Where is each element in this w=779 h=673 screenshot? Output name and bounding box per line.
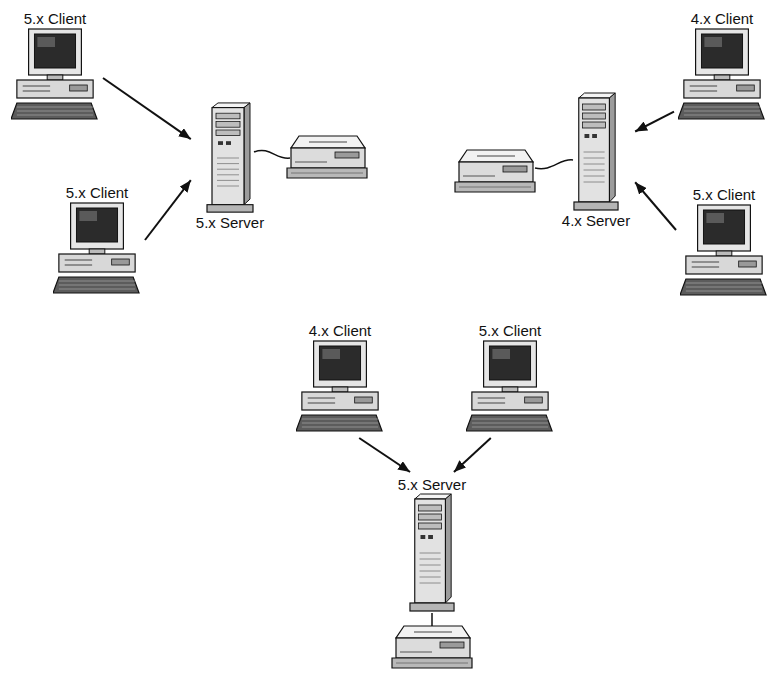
printer xyxy=(455,150,535,192)
computer-icon xyxy=(53,201,141,296)
node-label: 5.x Client xyxy=(478,322,543,339)
printer-cable xyxy=(254,150,290,158)
printer xyxy=(287,136,367,178)
computer-icon xyxy=(296,339,384,434)
client-computer: 5.x Client xyxy=(462,318,558,438)
client-computer: 5.x Client xyxy=(7,6,103,126)
connector-arrow xyxy=(145,180,191,240)
client-computer: 5.x Client xyxy=(49,180,145,300)
computer-icon xyxy=(680,203,768,298)
computer-icon xyxy=(11,27,99,122)
node-label: 4.x Server xyxy=(561,212,631,229)
client-computer: 4.x Client xyxy=(674,6,770,126)
connector-arrow xyxy=(635,182,676,230)
node-label: 4.x Client xyxy=(690,10,755,27)
node-label: 5.x Client xyxy=(65,184,130,201)
connector-arrow xyxy=(454,438,491,472)
node-label: 5.x Server xyxy=(397,476,467,493)
node-label: 5.x Server xyxy=(195,214,265,231)
server-tower: 5.x Server xyxy=(191,98,269,235)
connector-arrow xyxy=(103,78,191,139)
computer-icon xyxy=(466,339,554,434)
server-tower: 5.x Server xyxy=(393,472,471,617)
printer xyxy=(392,626,472,668)
client-computer: 4.x Client xyxy=(292,318,388,438)
computer-icon xyxy=(678,27,766,122)
node-label: 4.x Client xyxy=(308,322,373,339)
server-tower: 4.x Server xyxy=(557,88,635,233)
server-icon xyxy=(206,102,254,214)
connector-arrow xyxy=(359,438,410,472)
node-label: 5.x Client xyxy=(692,186,757,203)
server-icon xyxy=(573,92,619,212)
client-computer: 5.x Client xyxy=(676,182,772,302)
connector-arrow xyxy=(635,112,674,132)
server-icon xyxy=(409,493,455,613)
printer-cable xyxy=(535,160,573,169)
printer-cable xyxy=(431,613,433,626)
node-label: 5.x Client xyxy=(23,10,88,27)
